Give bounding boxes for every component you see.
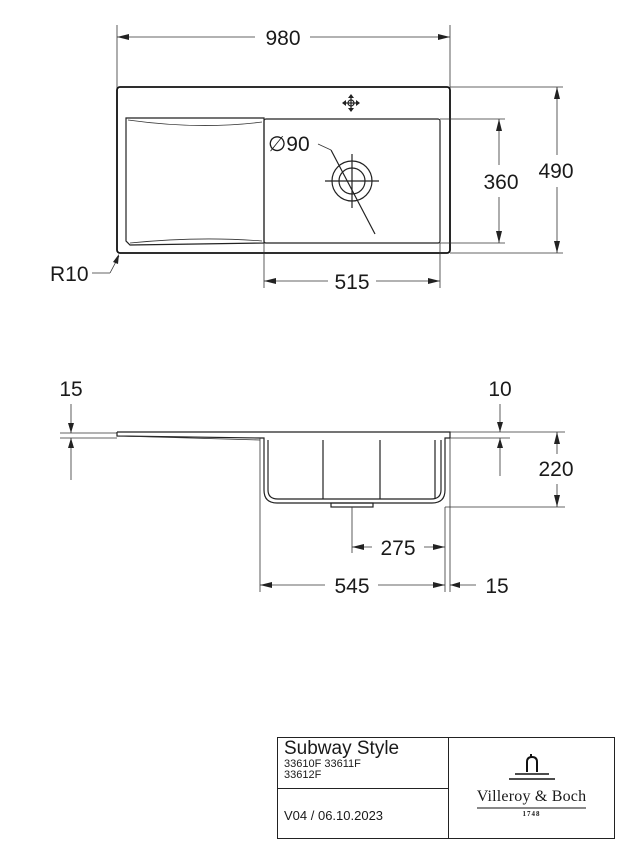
waste-diameter-label: ∅90 <box>268 133 310 156</box>
bowl-outer-profile <box>260 437 450 504</box>
product-name: Subway Style <box>284 738 400 759</box>
arrowhead <box>496 231 502 243</box>
faucet-icon <box>477 754 586 809</box>
wall-thickness-label: 15 <box>485 575 508 598</box>
bowl-inner-profile <box>267 440 442 500</box>
drainer-slope <box>129 238 263 244</box>
arrowhead <box>554 241 560 253</box>
overall-depth-label: 490 <box>538 160 573 183</box>
drainer-slope <box>127 119 263 126</box>
arrowhead <box>68 423 74 433</box>
arrowhead <box>438 34 450 40</box>
bowl-outer-width-label: 545 <box>334 575 369 598</box>
side-view: 15 10 220 <box>59 378 573 598</box>
arrowhead <box>68 438 74 448</box>
waste-offset-label: 275 <box>380 537 415 560</box>
product-codes-line2: 33612F <box>284 769 322 781</box>
title-block-info: Subway Style 33610F 33611F 33612F V04 / … <box>278 738 449 838</box>
product-codes-line1: 33610F 33611F <box>284 758 361 770</box>
rim-thickness-right-label: 10 <box>488 378 511 401</box>
arrowhead <box>113 254 119 264</box>
brand-year: 1748 <box>522 810 541 818</box>
arrowhead <box>554 87 560 99</box>
bowl-width-label: 515 <box>334 271 369 294</box>
arrowhead <box>497 438 503 448</box>
drainer-outline <box>125 117 265 246</box>
arrowhead <box>428 278 440 284</box>
arrowhead <box>496 119 502 131</box>
arrowhead <box>260 582 272 588</box>
tap-hole-marker <box>342 94 360 112</box>
arrowhead <box>264 278 276 284</box>
arrowhead <box>554 432 560 444</box>
leader-line <box>317 143 332 151</box>
product-cell: Subway Style 33610F 33611F 33612F <box>278 738 448 789</box>
arrowhead <box>450 582 460 588</box>
title-block: Subway Style 33610F 33611F 33612F V04 / … <box>277 737 615 839</box>
sink-outline <box>116 86 451 254</box>
arrowhead <box>433 582 445 588</box>
drainer-profile <box>116 432 261 439</box>
arrowhead <box>497 422 503 432</box>
arrowhead <box>117 34 129 40</box>
overall-width-label: 980 <box>265 27 300 50</box>
corner-radius-label: R10 <box>50 263 89 286</box>
drawing-version: V04 / 06.10.2023 <box>284 808 384 823</box>
brand-logo: Villeroy & Boch 1748 <box>449 738 614 838</box>
arrowhead <box>352 544 364 550</box>
arrowhead <box>554 495 560 507</box>
arrowhead <box>433 544 445 550</box>
bowl-outline <box>263 118 441 244</box>
bowl-height-label: 220 <box>538 458 573 481</box>
drainer-underside <box>119 435 261 441</box>
rim-thickness-left-label: 15 <box>59 378 82 401</box>
brand-name: Villeroy & Boch <box>476 788 587 805</box>
top-view: 980 ∅90 <box>50 25 574 294</box>
leader-line <box>330 149 376 235</box>
bowl-depth-label: 360 <box>483 171 518 194</box>
